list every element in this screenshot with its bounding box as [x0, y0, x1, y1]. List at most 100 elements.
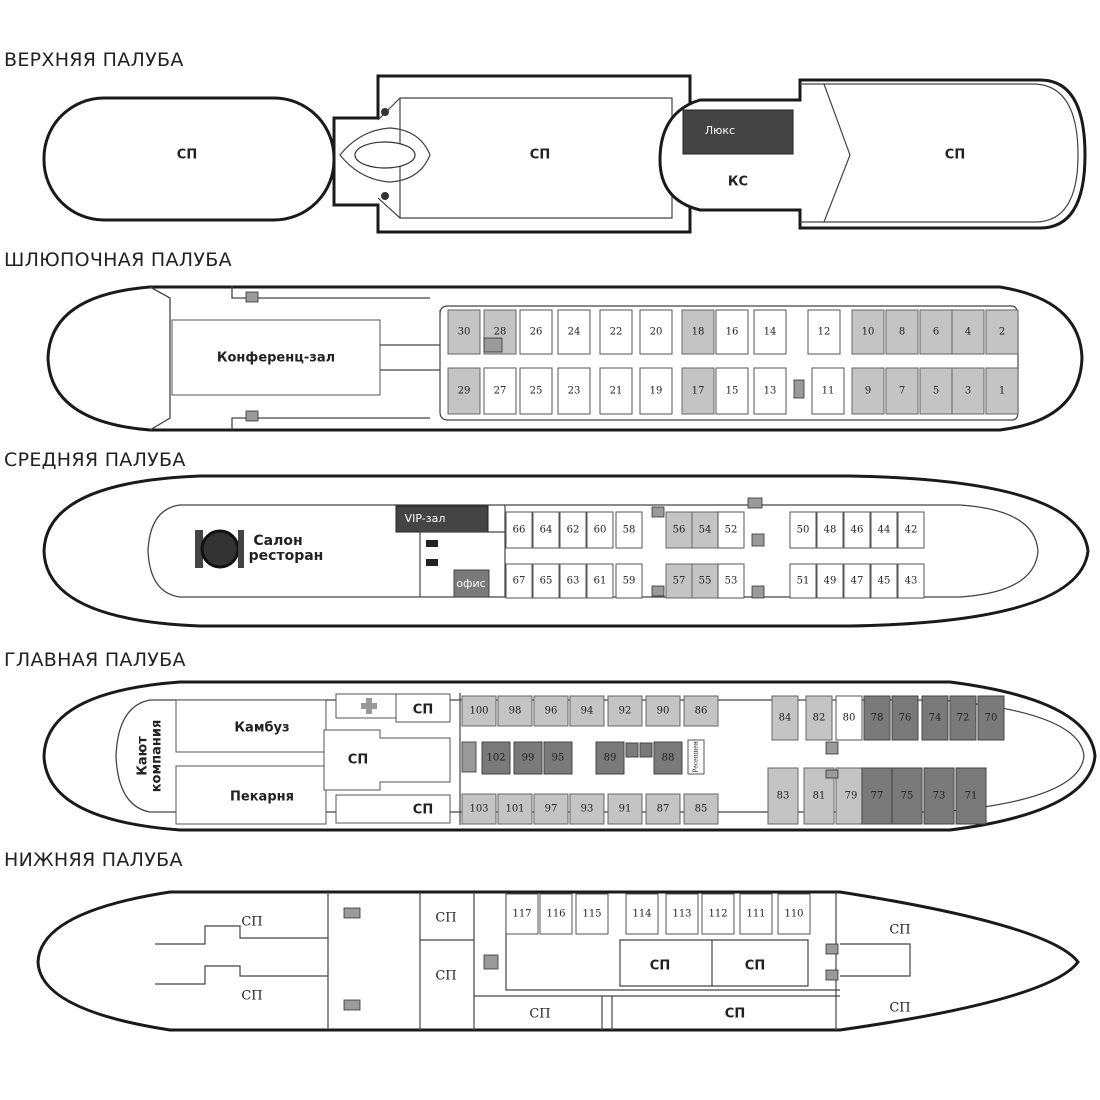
cabin-63[interactable]	[559, 563, 587, 599]
cabin-96[interactable]	[533, 695, 569, 727]
cabin-15[interactable]	[715, 367, 749, 415]
cabin-86[interactable]	[683, 695, 719, 727]
cabin-62[interactable]	[559, 511, 587, 549]
cabin-90[interactable]	[645, 695, 681, 727]
cabin-100[interactable]	[461, 695, 497, 727]
cabin-93[interactable]	[569, 793, 605, 825]
salon-restaurant[interactable]: Салон ресторан	[195, 529, 323, 569]
cabin-53[interactable]	[717, 563, 745, 599]
cabin-49[interactable]	[816, 563, 844, 599]
cabin-24[interactable]	[557, 309, 591, 355]
cabin-111[interactable]	[739, 893, 773, 935]
cabin-91[interactable]	[607, 793, 643, 825]
cabin-64[interactable]	[532, 511, 560, 549]
cabin-7[interactable]	[885, 367, 919, 415]
cabin-43[interactable]	[897, 563, 925, 599]
sp-room[interactable]	[323, 729, 451, 791]
cabin-75[interactable]	[891, 767, 923, 825]
cabin-59[interactable]	[615, 563, 643, 599]
cabin-4[interactable]	[951, 309, 985, 355]
cabin-23[interactable]	[557, 367, 591, 415]
cabin-115[interactable]	[575, 893, 609, 935]
cabin-46[interactable]	[843, 511, 871, 549]
cabin-92[interactable]	[607, 695, 643, 727]
cabin-112[interactable]	[701, 893, 735, 935]
cabin-44[interactable]	[870, 511, 898, 549]
cabin-6[interactable]	[919, 309, 953, 355]
cabin-19[interactable]	[639, 367, 673, 415]
reception[interactable]	[687, 739, 705, 775]
cabin-5[interactable]	[919, 367, 953, 415]
cabin-16[interactable]	[715, 309, 749, 355]
cabin-48[interactable]	[816, 511, 844, 549]
cabin-52[interactable]	[717, 511, 745, 549]
cabin-30[interactable]	[447, 309, 481, 355]
cabin-76[interactable]	[891, 695, 919, 741]
cabin-45[interactable]	[870, 563, 898, 599]
cabin-72[interactable]	[949, 695, 977, 741]
cabin-98[interactable]	[497, 695, 533, 727]
cabin-74[interactable]	[921, 695, 949, 741]
cabin-50[interactable]	[789, 511, 817, 549]
cabin-65[interactable]	[532, 563, 560, 599]
cabin-51[interactable]	[789, 563, 817, 599]
cabin-99[interactable]	[513, 741, 543, 775]
cabin-113[interactable]	[665, 893, 699, 935]
cabin-70[interactable]	[977, 695, 1005, 741]
cabin-12[interactable]	[807, 309, 841, 355]
cabin-78[interactable]	[863, 695, 891, 741]
cabin-95[interactable]	[543, 741, 573, 775]
cabin-27[interactable]	[483, 367, 517, 415]
cabin-116[interactable]	[539, 893, 573, 935]
cabin-42[interactable]	[897, 511, 925, 549]
cabin-82[interactable]	[805, 695, 833, 741]
cabin-71[interactable]	[955, 767, 987, 825]
cabin-1[interactable]	[985, 367, 1019, 415]
cabin-89[interactable]	[595, 741, 625, 775]
cabin-84[interactable]	[771, 695, 799, 741]
bakery[interactable]	[175, 765, 327, 825]
cabin-103[interactable]	[461, 793, 497, 825]
sp-room[interactable]	[335, 794, 451, 824]
cabin-117[interactable]	[505, 893, 539, 935]
conference-hall[interactable]	[171, 319, 381, 396]
cabin-67[interactable]	[505, 563, 533, 599]
cabin-3[interactable]	[951, 367, 985, 415]
cabin-73[interactable]	[923, 767, 955, 825]
cabin-29[interactable]	[447, 367, 481, 415]
cabin-26[interactable]	[519, 309, 553, 355]
cabin-94[interactable]	[569, 695, 605, 727]
cabin-58[interactable]	[615, 511, 643, 549]
cabin-101[interactable]	[497, 793, 533, 825]
cabin-102[interactable]	[481, 741, 511, 775]
lux-cabin[interactable]	[682, 109, 794, 155]
cabin-87[interactable]	[645, 793, 681, 825]
cabin-22[interactable]	[599, 309, 633, 355]
cabin-57[interactable]	[665, 563, 693, 599]
cabin-11[interactable]	[811, 367, 845, 415]
cabin-114[interactable]	[625, 893, 659, 935]
cabin-66[interactable]	[505, 511, 533, 549]
cabin-14[interactable]	[753, 309, 787, 355]
cabin-2[interactable]	[985, 309, 1019, 355]
sp-room[interactable]	[395, 693, 451, 723]
cabin-61[interactable]	[586, 563, 614, 599]
cabin-10[interactable]	[851, 309, 885, 355]
cabin-18[interactable]	[681, 309, 715, 355]
office[interactable]	[453, 569, 490, 598]
cabin-85[interactable]	[683, 793, 719, 825]
cabin-97[interactable]	[533, 793, 569, 825]
cabin-9[interactable]	[851, 367, 885, 415]
cabin-77[interactable]	[861, 767, 893, 825]
cabin-20[interactable]	[639, 309, 673, 355]
cabin-17[interactable]	[681, 367, 715, 415]
cabin-56[interactable]	[665, 511, 693, 549]
cabin-83[interactable]	[767, 767, 799, 825]
cabin-110[interactable]	[777, 893, 811, 935]
cabin-25[interactable]	[519, 367, 553, 415]
cabin-21[interactable]	[599, 367, 633, 415]
cabin-88[interactable]	[653, 741, 683, 775]
cabin-8[interactable]	[885, 309, 919, 355]
cabin-13[interactable]	[753, 367, 787, 415]
cabin-60[interactable]	[586, 511, 614, 549]
